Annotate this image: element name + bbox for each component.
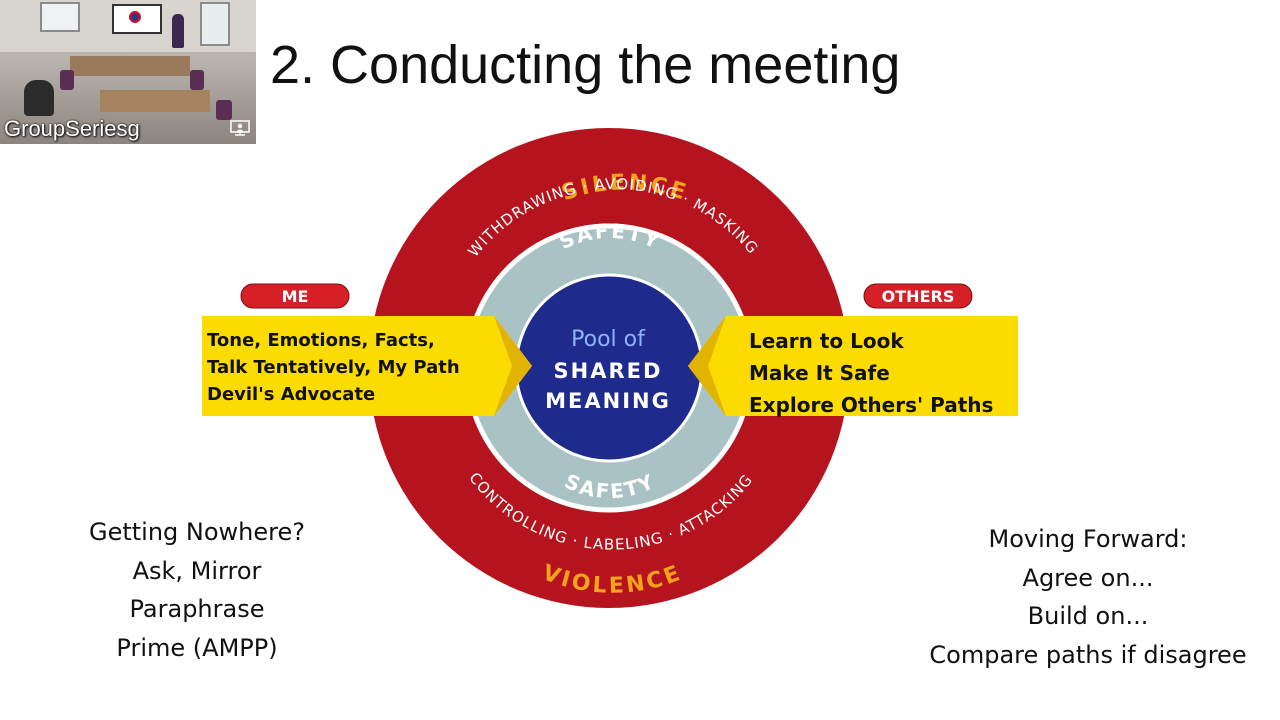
getting-nowhere-note: Getting Nowhere? Ask, Mirror Paraphrase … — [66, 513, 328, 667]
note-line: Getting Nowhere? — [88, 518, 305, 546]
right-banner-line: Explore Others' Paths — [749, 393, 993, 417]
video-screen-logo — [128, 10, 142, 24]
video-chair — [190, 70, 204, 90]
video-window-left — [40, 2, 80, 32]
note-line: Compare paths if disagree — [929, 640, 1247, 669]
left-banner-tip — [494, 316, 532, 416]
video-table — [100, 90, 210, 112]
video-caption: GroupSeriesg — [4, 116, 140, 141]
note-line: Prime (AMPP) — [116, 633, 278, 662]
note-line: Ask, Mirror — [132, 556, 262, 585]
others-tag-label: OTHERS — [882, 287, 955, 306]
video-table — [70, 56, 190, 76]
note-line: Build on... — [1027, 602, 1149, 630]
me-tag — [240, 283, 350, 309]
slide-title: 2. Conducting the meeting — [270, 35, 901, 95]
video-window-right — [200, 2, 230, 46]
right-banner-line: Make It Safe — [749, 361, 890, 385]
video-chair — [216, 100, 232, 120]
note-line: Paraphrase — [129, 595, 265, 623]
center-meaning: MEANING — [545, 389, 671, 413]
right-banner-line: Learn to Look — [749, 329, 904, 353]
center-pool-of: Pool of — [571, 327, 646, 352]
presenter-icon[interactable] — [230, 120, 250, 136]
note-line: Agree on... — [1022, 563, 1154, 592]
video-thumbnail[interactable]: GroupSeriesg — [0, 0, 256, 144]
left-banner-line: Tone, Emotions, Facts, — [207, 330, 435, 351]
right-banner-tip — [688, 316, 726, 416]
others-tag — [863, 283, 973, 309]
video-attendee — [24, 80, 54, 116]
me-tag-label: ME — [282, 287, 309, 306]
left-banner-line: Talk Tentatively, My Path — [207, 357, 460, 378]
right-banner — [688, 316, 1018, 416]
center-shared: SHARED — [554, 359, 663, 383]
video-chair — [60, 70, 74, 90]
center-pool — [516, 275, 702, 461]
left-banner-line: Devil's Advocate — [207, 384, 375, 405]
moving-forward-note: Moving Forward: Agree on... Build on... … — [912, 520, 1264, 674]
left-banner — [202, 316, 532, 416]
note-line: Moving Forward: — [988, 525, 1188, 553]
video-presenter — [172, 14, 184, 48]
